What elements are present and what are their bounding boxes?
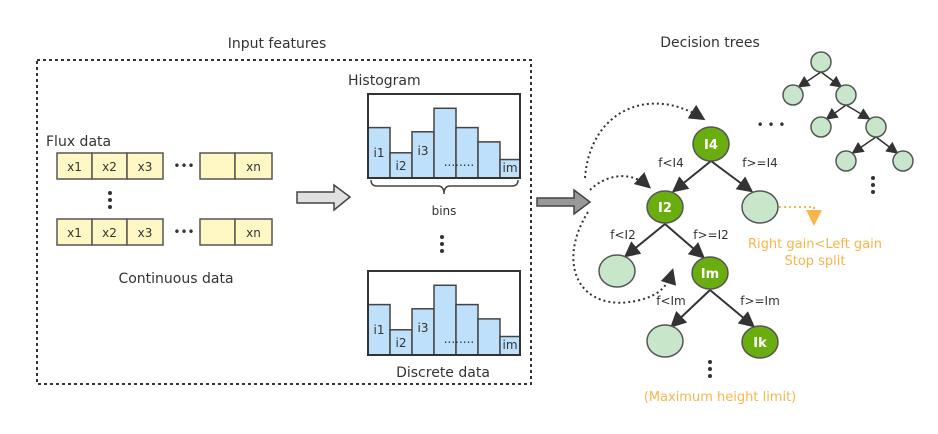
flux-data-label: Flux data [46, 134, 111, 150]
histogram-bottom: i1 i2 i3........ im [367, 270, 521, 356]
svg-text:f<I2: f<I2 [610, 228, 635, 242]
bin-label: im [502, 161, 517, 175]
stop-split-line2: Stop split [784, 254, 845, 269]
dotted-flow [572, 102, 706, 304]
more-trees-ellipsis: • • • [757, 118, 786, 132]
flux-row: x1 x2 x3 xn ••• [56, 152, 273, 180]
transform-arrow [296, 183, 352, 212]
node-right-leaf [741, 190, 779, 224]
bin-label: i3 [418, 321, 429, 335]
bin-label: i2 [396, 159, 407, 173]
tree-edge-labels: f<I4 f>=I4 f<I2 f>=I2 f<Im f>=Im [610, 156, 780, 308]
stop-split-line1: Right gain<Left gain [748, 237, 882, 252]
stop-split-arrow [779, 206, 822, 226]
bin-label: i2 [396, 336, 407, 350]
bin-label: i1 [374, 146, 385, 160]
decision-trees-title: Decision trees [660, 35, 760, 51]
histogram-title: Histogram [348, 73, 421, 89]
continuous-data-label: Continuous data [118, 271, 233, 287]
input-features-title: Input features [228, 36, 327, 52]
bins-label: bins [432, 204, 457, 218]
histogram-bar [477, 318, 501, 356]
row-ellipsis: ••• [173, 159, 194, 173]
tree-nodes [598, 126, 779, 359]
row-ellipsis: ••• [173, 225, 194, 239]
svg-text:f>=I2: f>=I2 [693, 228, 729, 242]
flux-cell-label: xn [246, 160, 261, 174]
max-height-label: (Maximum height limit) [644, 390, 797, 405]
bin-label: ........ [444, 332, 475, 346]
discrete-data-label: Discrete data [396, 365, 490, 381]
flux-cell [126, 152, 164, 180]
histogram-bar [455, 303, 479, 356]
flux-cell [91, 152, 128, 180]
histogram-frame [367, 93, 521, 179]
flux-cell [126, 218, 164, 246]
input-features-frame [36, 59, 532, 385]
flux-cell-label: x3 [138, 160, 153, 174]
histogram-bar [455, 126, 479, 179]
node-ik-label: Ik [753, 336, 767, 351]
histogram-bar [477, 141, 501, 179]
bin-label: i3 [418, 144, 429, 158]
bin-label: im [502, 338, 517, 352]
vertical-ellipsis [708, 360, 712, 378]
svg-text:f>=Im: f>=Im [740, 294, 780, 308]
node-mid [691, 256, 729, 290]
vertical-ellipsis [440, 235, 444, 253]
flux-cell [234, 152, 273, 180]
svg-text:f<I4: f<I4 [658, 156, 683, 170]
svg-text:f>=I4: f>=I4 [742, 156, 778, 170]
input-arrow [536, 188, 592, 216]
histogram-top: i1 i2 i3........ im [367, 93, 521, 179]
bin-label: i1 [374, 323, 385, 337]
bins-brace [370, 179, 519, 195]
node-ik [741, 325, 779, 359]
flux-cell-label: x1 [67, 160, 82, 174]
node-leaf [646, 324, 684, 358]
histogram-frame [367, 270, 521, 356]
node-root-label: I4 [704, 138, 718, 153]
tree-edges [623, 160, 756, 328]
flux-cell-label: x3 [138, 226, 153, 240]
flux-cell-label: x2 [102, 160, 117, 174]
node-root [692, 126, 730, 162]
flux-row: x1 x2 x3 xn ••• [56, 218, 273, 246]
node-mid-label: Im [701, 267, 719, 282]
flux-cell [199, 152, 236, 180]
node-leaf [598, 254, 636, 288]
bin-label: ........ [444, 155, 475, 169]
flux-cell [199, 218, 236, 246]
flux-cell [234, 218, 273, 246]
node-left [646, 190, 684, 224]
vertical-ellipsis [108, 191, 112, 209]
flux-cell-label: x1 [67, 226, 82, 240]
flux-cell-label: xn [246, 226, 261, 240]
flux-cell-label: x2 [102, 226, 117, 240]
node-left-label: I2 [658, 201, 672, 216]
svg-text:f<Im: f<Im [656, 294, 686, 308]
small-tree [782, 51, 914, 194]
